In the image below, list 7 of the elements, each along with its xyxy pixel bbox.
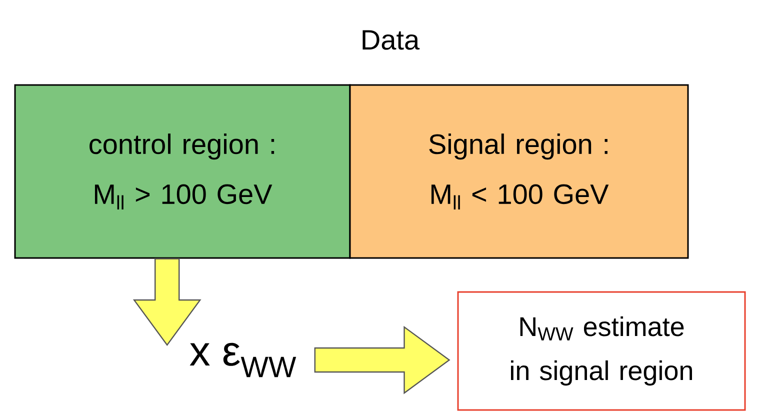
- estimate-box: N$_{WW}$ estimate in signal region: [457, 291, 746, 411]
- block-arrow: [132, 258, 202, 346]
- signal-region-box: Signal region : M$_{ll}$ < 100 GeV: [349, 84, 689, 259]
- control-region-box: control region : M$_{ll}$ > 100 GeV: [14, 84, 351, 259]
- title: Data: [362, 30, 420, 50]
- efficiency-factor-text: x ε$_{WW}$: [190, 342, 296, 378]
- block-arrow: [314, 326, 450, 394]
